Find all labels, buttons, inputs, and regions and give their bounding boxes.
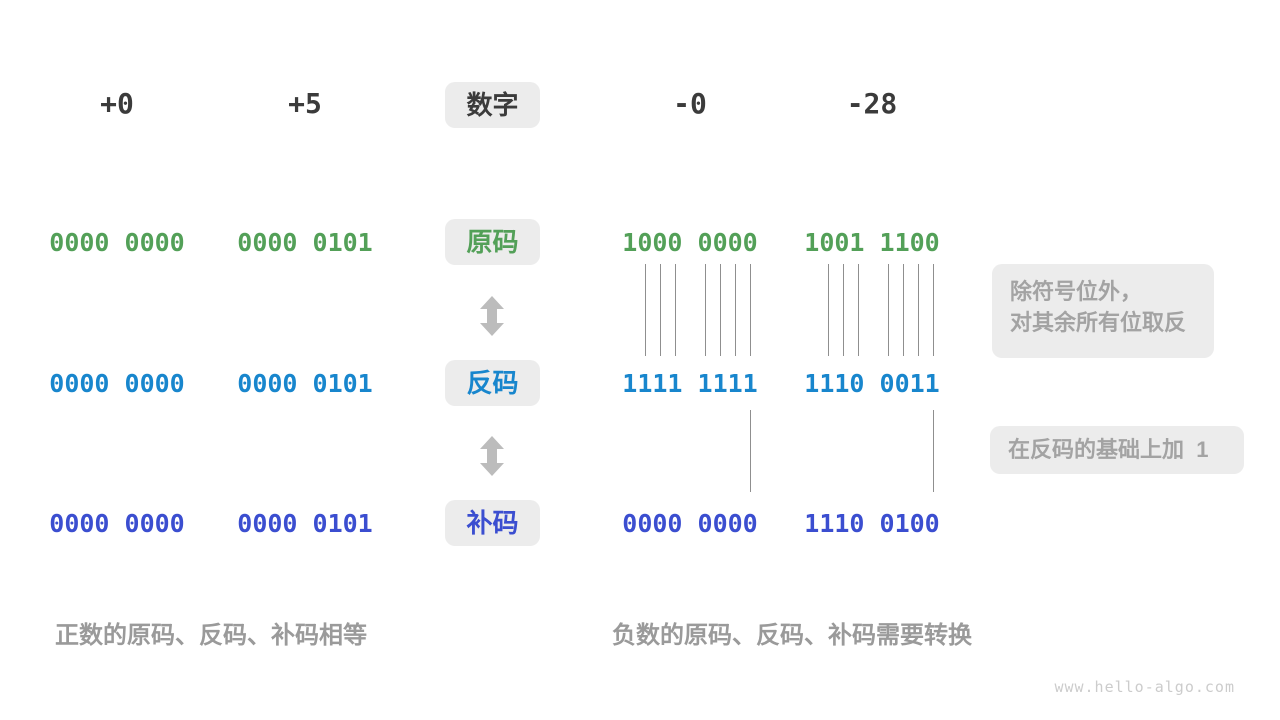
number-badge: 数字	[445, 82, 540, 128]
up-down-arrow-icon	[480, 436, 504, 476]
bit-flip-line	[903, 264, 904, 356]
up-down-arrow-icon	[480, 296, 504, 336]
ones-complement-pos-zero: 0000 0000	[49, 369, 185, 398]
sign-magnitude-badge: 原码	[445, 219, 540, 265]
negative-numbers-caption: 负数的原码、反码、补码需要转换	[612, 622, 972, 649]
bit-flip-line	[918, 264, 919, 356]
add-one-note: 在反码的基础上加 1	[990, 426, 1244, 474]
twos-complement-neg-zero: 0000 0000	[622, 509, 758, 538]
number-pos-zero: +0	[100, 87, 134, 120]
bit-flip-line	[720, 264, 721, 356]
twos-complement-pos-five: 0000 0101	[237, 509, 373, 538]
sign-magnitude-neg-zero: 1000 0000	[622, 228, 758, 257]
ones-complement-pos-five: 0000 0101	[237, 369, 373, 398]
add-one-line	[750, 410, 751, 492]
invert-bits-note: 除符号位外， 对其余所有位取反	[992, 264, 1214, 358]
watermark: www.hello-algo.com	[1054, 678, 1235, 696]
bit-flip-line	[645, 264, 646, 356]
bit-flip-line	[933, 264, 934, 356]
bit-flip-line	[828, 264, 829, 356]
sign-magnitude-pos-zero: 0000 0000	[49, 228, 185, 257]
bit-flip-line	[843, 264, 844, 356]
number-neg-zero: -0	[673, 87, 707, 120]
twos-complement-neg-28: 1110 0100	[804, 509, 940, 538]
sign-magnitude-pos-five: 0000 0101	[237, 228, 373, 257]
add-one-line	[933, 410, 934, 492]
sign-magnitude-neg-28: 1001 1100	[804, 228, 940, 257]
twos-complement-badge: 补码	[445, 500, 540, 546]
ones-complement-neg-zero: 1111 1111	[622, 369, 758, 398]
ones-complement-badge: 反码	[445, 360, 540, 406]
bit-flip-line	[675, 264, 676, 356]
bit-flip-line	[705, 264, 706, 356]
bit-flip-line	[888, 264, 889, 356]
positive-numbers-caption: 正数的原码、反码、补码相等	[55, 622, 367, 649]
bit-flip-line	[750, 264, 751, 356]
bit-flip-line	[858, 264, 859, 356]
bit-flip-line	[735, 264, 736, 356]
ones-complement-neg-28: 1110 0011	[804, 369, 940, 398]
bit-flip-line	[660, 264, 661, 356]
number-pos-five: +5	[288, 87, 322, 120]
number-neg-28: -28	[846, 87, 898, 120]
twos-complement-pos-zero: 0000 0000	[49, 509, 185, 538]
